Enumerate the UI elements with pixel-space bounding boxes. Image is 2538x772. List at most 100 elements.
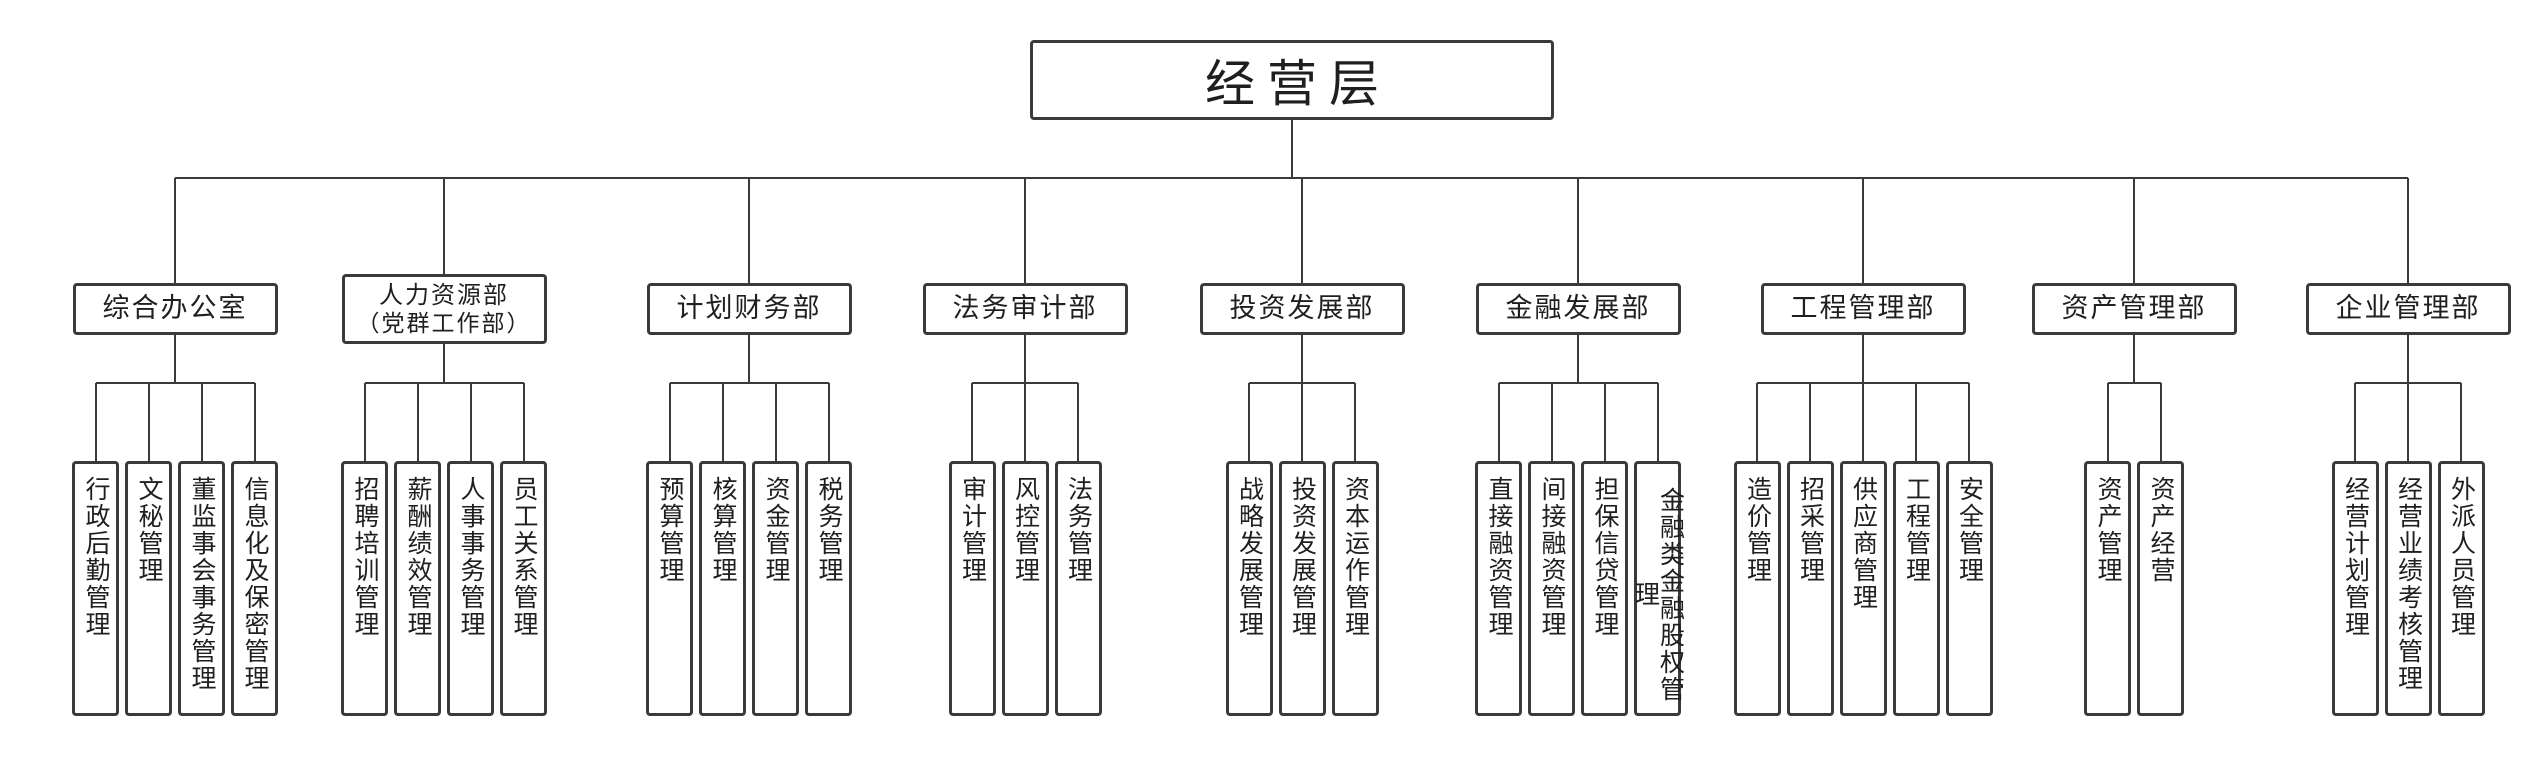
department-box: 工程管理部 <box>1760 283 1966 335</box>
function-box: 预算管理 <box>646 461 693 716</box>
function-box: 文秘管理 <box>125 461 172 716</box>
children-rail-line <box>364 382 524 384</box>
department-drop-line <box>748 178 750 285</box>
child-drop-line <box>827 383 830 463</box>
function-label: 投资发展管理 <box>1288 476 1317 638</box>
child-drop-line <box>1915 383 1917 463</box>
children-rail-line <box>669 382 829 384</box>
department-box: 综合办公室 <box>72 283 278 335</box>
department-box: 计划财务部 <box>646 283 852 335</box>
department-sublabel: （党群工作部） <box>356 309 532 336</box>
department-to-children-line <box>1862 335 1864 384</box>
root-drop-line <box>1291 120 1293 179</box>
child-drop-line <box>1968 383 1970 463</box>
department-to-children-line <box>2407 335 2409 384</box>
child-drop-line <box>94 383 97 463</box>
child-drop-line <box>971 383 973 463</box>
function-label: 薪酬绩效管理 <box>404 476 432 638</box>
department-label: 投资发展部 <box>1229 293 1375 324</box>
child-drop-line <box>363 383 366 463</box>
function-box: 间接融资管理 <box>1528 461 1575 716</box>
function-label: 经营业绩考核管理 <box>2394 476 2423 692</box>
child-drop-line <box>1603 383 1606 463</box>
function-box: 直接融资管理 <box>1475 461 1522 716</box>
department-drop-line <box>443 178 445 276</box>
department-drop-line <box>1024 178 1026 285</box>
department-label: 人力资源部 <box>379 281 509 309</box>
children-rail-line <box>95 382 255 384</box>
child-drop-line <box>721 383 724 463</box>
department-to-children-line <box>748 335 750 384</box>
function-label: 资产管理 <box>2094 476 2122 584</box>
child-drop-line <box>774 383 777 463</box>
function-label: 信息化及保密管理 <box>241 476 269 692</box>
child-drop-line <box>1809 383 1811 463</box>
function-box: 人事事务管理 <box>447 461 494 716</box>
department-label: 金融发展部 <box>1505 293 1651 324</box>
function-label: 预算管理 <box>656 476 684 584</box>
function-box: 安全管理 <box>1945 461 1993 716</box>
function-label: 工程管理 <box>1902 476 1931 584</box>
function-label: 资本运作管理 <box>1341 476 1370 638</box>
function-box: 资本运作管理 <box>1331 461 1379 716</box>
function-box: 审计管理 <box>948 461 996 716</box>
root-node: 经营层 <box>1030 40 1554 120</box>
function-label: 造价管理 <box>1743 476 1772 584</box>
child-drop-line <box>1656 383 1659 463</box>
function-label: 安全管理 <box>1955 476 1984 584</box>
function-box: 招采管理 <box>1786 461 1834 716</box>
function-box: 招聘培训管理 <box>341 461 388 716</box>
department-box: 企业管理部 <box>2305 283 2511 335</box>
child-drop-line <box>1497 383 1500 463</box>
function-label: 金融类金融股权管理 <box>1631 486 1685 703</box>
function-label: 审计管理 <box>958 476 987 584</box>
function-label: 风控管理 <box>1011 476 1040 584</box>
child-drop-line <box>253 383 256 463</box>
function-box: 核算管理 <box>699 461 746 716</box>
child-drop-line <box>2106 383 2109 463</box>
function-label: 税务管理 <box>815 476 843 584</box>
function-label: 间接融资管理 <box>1538 476 1566 638</box>
function-box: 法务管理 <box>1054 461 1102 716</box>
function-label: 供应商管理 <box>1849 476 1878 611</box>
department-label: 资产管理部 <box>2061 293 2207 324</box>
function-label: 董监事会事务管理 <box>188 476 216 692</box>
child-drop-line <box>1862 383 1864 463</box>
trunk-line <box>175 177 2408 179</box>
department-to-children-line <box>443 344 445 384</box>
function-label: 行政后勤管理 <box>82 476 110 638</box>
child-drop-line <box>2460 383 2462 463</box>
function-label: 招采管理 <box>1796 476 1825 584</box>
department-box: 投资发展部 <box>1199 283 1405 335</box>
function-box: 投资发展管理 <box>1278 461 1326 716</box>
department-drop-line <box>1301 178 1303 285</box>
department-label: 企业管理部 <box>2335 293 2481 324</box>
child-drop-line <box>1550 383 1553 463</box>
function-box: 税务管理 <box>805 461 852 716</box>
child-drop-line <box>522 383 525 463</box>
function-box: 资产经营 <box>2137 461 2184 716</box>
function-box: 行政后勤管理 <box>72 461 119 716</box>
child-drop-line <box>1248 383 1250 463</box>
function-label: 员工关系管理 <box>510 476 538 638</box>
child-drop-line <box>200 383 203 463</box>
function-label: 文秘管理 <box>135 476 163 584</box>
function-box: 担保信贷管理 <box>1581 461 1628 716</box>
department-label: 法务审计部 <box>952 293 1098 324</box>
department-label: 工程管理部 <box>1790 293 1936 324</box>
department-to-children-line <box>174 335 176 384</box>
function-label: 核算管理 <box>709 476 737 584</box>
function-box: 员工关系管理 <box>500 461 547 716</box>
children-rail-line <box>2107 382 2161 384</box>
function-box: 资产管理 <box>2084 461 2131 716</box>
function-label: 法务管理 <box>1064 476 1093 584</box>
function-box: 外派人员管理 <box>2437 461 2485 716</box>
child-drop-line <box>469 383 472 463</box>
department-drop-line <box>1862 178 1864 285</box>
function-box: 薪酬绩效管理 <box>394 461 441 716</box>
function-box: 经营业绩考核管理 <box>2384 461 2432 716</box>
function-label: 担保信贷管理 <box>1591 476 1619 638</box>
function-box: 供应商管理 <box>1839 461 1887 716</box>
department-label: 综合办公室 <box>102 293 248 324</box>
